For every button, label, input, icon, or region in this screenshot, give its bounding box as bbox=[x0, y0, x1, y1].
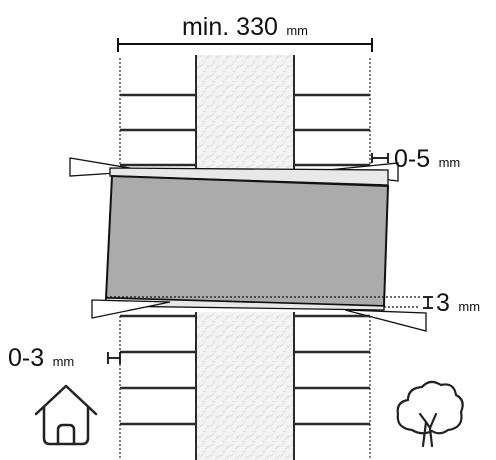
top-gap-label: 0-5 mm bbox=[394, 145, 460, 173]
house-icon bbox=[34, 384, 98, 446]
width-unit: mm bbox=[286, 23, 308, 38]
side-gap-label: 0-3 mm bbox=[8, 344, 74, 372]
bottom-gap-unit: mm bbox=[458, 299, 480, 314]
bottom-gap-dimension: 3 mm bbox=[423, 289, 480, 317]
bottom-gap-label: 3 mm bbox=[436, 289, 480, 317]
upper-insulation-core bbox=[196, 55, 294, 170]
upper-brick-lines bbox=[120, 93, 370, 167]
top-gap-value: 0-5 bbox=[394, 145, 430, 173]
top-gap-dimension: 0-5 mm bbox=[371, 145, 460, 173]
lower-brick-lines bbox=[120, 314, 370, 426]
width-label: min. 330 mm bbox=[182, 13, 308, 41]
lower-insulation-core bbox=[196, 312, 294, 460]
width-dimension: min. 330 mm bbox=[117, 13, 373, 52]
window-frame-block bbox=[104, 174, 390, 308]
side-gap-unit: mm bbox=[53, 354, 75, 369]
top-gap-unit: mm bbox=[439, 155, 461, 170]
lower-wall bbox=[119, 312, 371, 460]
top-shims bbox=[69, 157, 399, 186]
side-gap-dimension: 0-3 mm bbox=[8, 344, 121, 372]
width-value: min. 330 bbox=[182, 13, 278, 41]
bottom-left-wedge bbox=[91, 299, 171, 319]
bottom-right-wedge bbox=[344, 309, 427, 332]
bottom-gap-value: 3 bbox=[436, 289, 450, 317]
upper-wall bbox=[119, 55, 371, 170]
side-gap-value: 0-3 bbox=[8, 344, 44, 372]
tree-icon bbox=[396, 380, 464, 448]
bottom-shims bbox=[91, 296, 427, 332]
